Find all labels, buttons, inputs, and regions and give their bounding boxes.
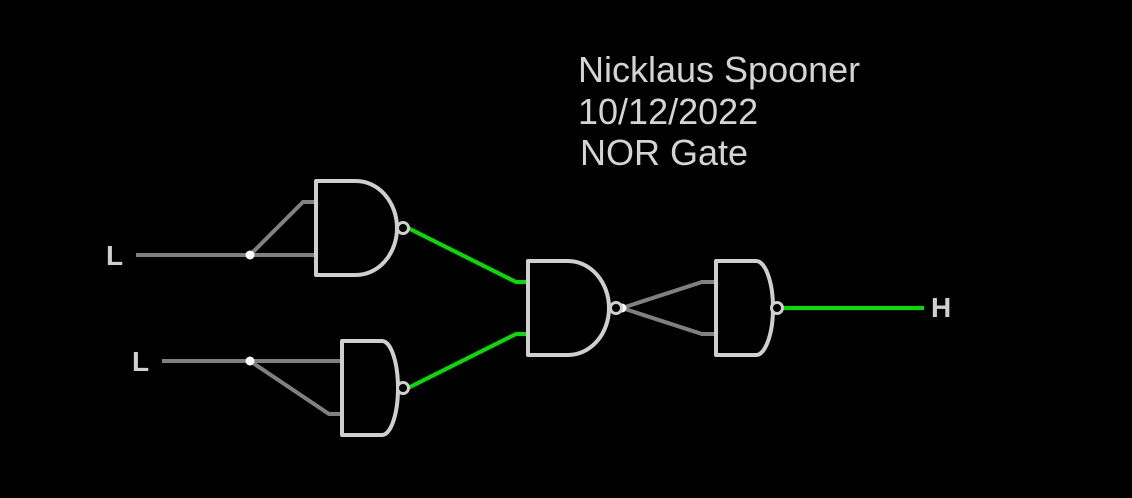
nand-gate-4[interactable] bbox=[714, 259, 784, 357]
inversion-bubble bbox=[396, 221, 410, 235]
nand-gate-1[interactable] bbox=[314, 179, 410, 277]
output-label: H bbox=[931, 292, 951, 323]
junction-dot-b bbox=[245, 356, 255, 366]
date-label: 10/12/2022 bbox=[578, 91, 758, 132]
nand2-output-wire bbox=[407, 332, 530, 390]
low-wires bbox=[136, 200, 716, 416]
inversion-bubble bbox=[609, 301, 623, 315]
input-b-label[interactable]: L bbox=[132, 346, 149, 377]
inversion-bubble bbox=[770, 301, 784, 315]
inversion-bubble bbox=[396, 381, 410, 395]
input-a-wire bbox=[136, 200, 316, 257]
author-name: Nicklaus Spooner bbox=[578, 49, 860, 90]
circuit-title: NOR Gate bbox=[580, 132, 748, 173]
feedback-wire bbox=[621, 280, 716, 336]
nand-gate-3[interactable] bbox=[526, 259, 623, 357]
input-b-wire bbox=[162, 359, 342, 416]
nand-gate-2[interactable] bbox=[340, 339, 410, 437]
junction-dot-a bbox=[245, 250, 255, 260]
nand1-output-wire bbox=[407, 226, 530, 284]
info-block: Nicklaus Spooner 10/12/2022 NOR Gate bbox=[578, 49, 860, 173]
high-wires bbox=[407, 226, 924, 390]
input-a-label[interactable]: L bbox=[106, 240, 123, 271]
